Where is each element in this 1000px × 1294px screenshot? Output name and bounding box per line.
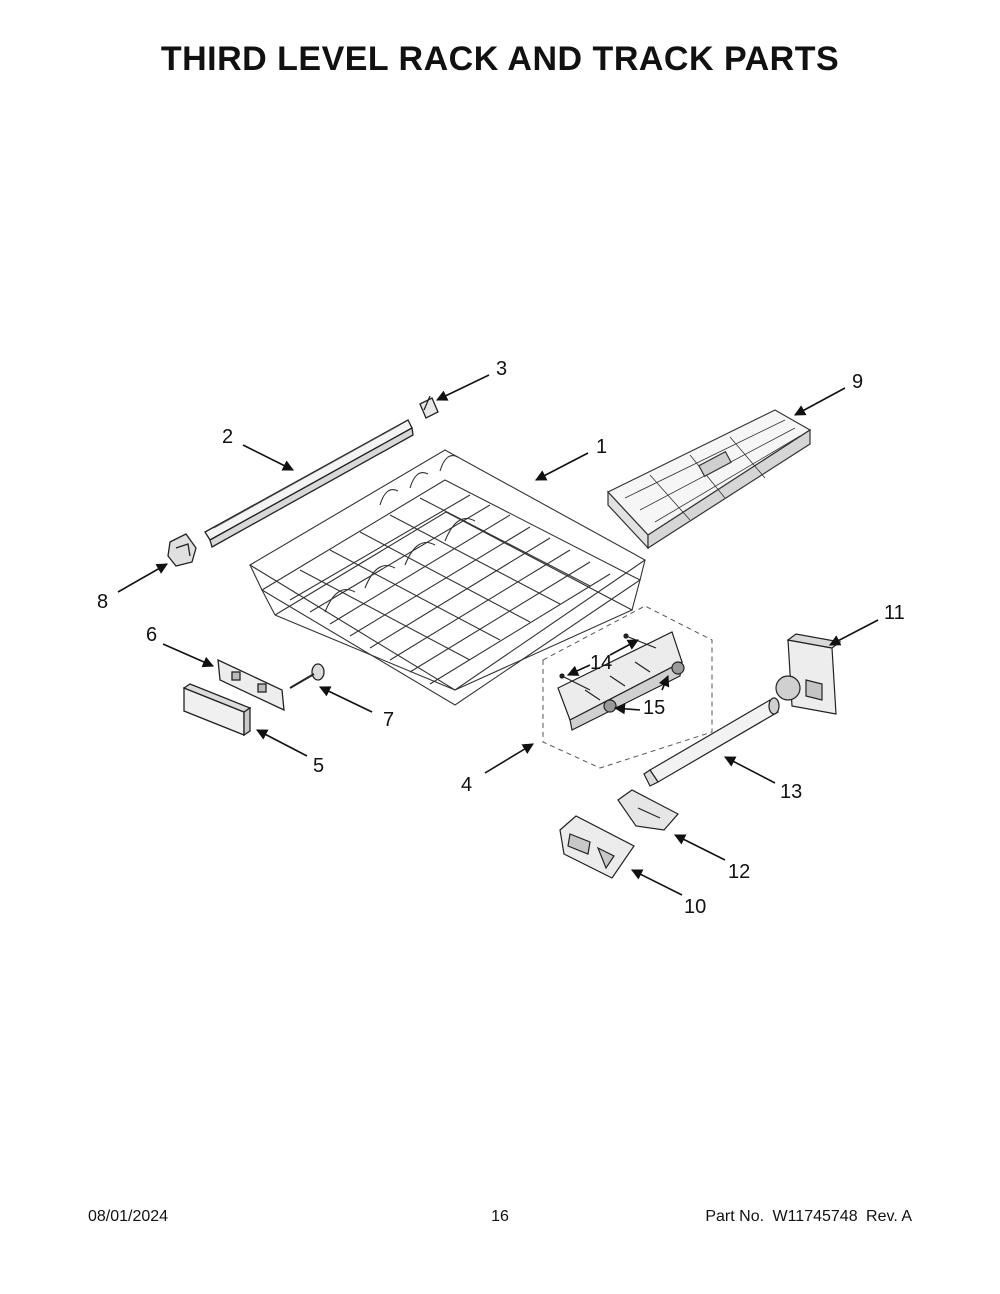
arrow-15b	[658, 674, 670, 691]
arrow-14b	[609, 639, 639, 656]
part-track-end-cap	[167, 533, 197, 567]
arrow-7	[318, 686, 373, 713]
arrow-12	[673, 834, 726, 861]
arrow-9	[794, 387, 846, 416]
part-front-cover	[182, 683, 252, 737]
part-rack-adjuster	[557, 631, 683, 731]
part-cutlery-tray	[607, 409, 812, 550]
part-front-trim	[559, 815, 635, 879]
arrow-5	[256, 729, 308, 757]
callout-arrows	[117, 374, 879, 896]
arrow-10	[630, 869, 683, 896]
arrow-2	[242, 444, 295, 471]
footer-part-label: Part No.	[705, 1208, 765, 1225]
arrow-15a	[613, 703, 641, 715]
arrow-8	[117, 563, 168, 593]
arrow-13	[724, 756, 776, 784]
footer-date: 08/01/2024	[88, 1208, 169, 1225]
callout-2: 2	[222, 426, 233, 448]
arrow-4	[484, 743, 534, 774]
callout-12: 12	[728, 861, 750, 883]
callout-5: 5	[313, 755, 324, 777]
callout-14: 14	[590, 652, 612, 674]
callout-4: 4	[461, 774, 472, 796]
callout-13: 13	[780, 781, 802, 803]
part-nozzle-bracket	[617, 789, 679, 831]
callout-9: 9	[852, 371, 863, 393]
page-title: THIRD LEVEL RACK AND TRACK PARTS	[160, 40, 840, 78]
callout-10: 10	[684, 896, 706, 918]
part-front-bracket	[217, 658, 285, 712]
part-screw	[289, 663, 325, 689]
arrow-1	[535, 452, 589, 481]
footer-part-number: W11745748	[772, 1208, 858, 1225]
callout-3: 3	[496, 358, 507, 380]
part-4-assembly-outline	[542, 605, 713, 769]
part-wheels	[603, 661, 685, 713]
part-track-rail	[204, 419, 414, 548]
footer-page-number: 16	[491, 1208, 509, 1225]
callout-15: 15	[643, 697, 665, 719]
arrow-11	[829, 619, 879, 646]
part-track-end-clip	[419, 395, 439, 419]
part-pins	[559, 633, 657, 691]
part-manifold-housing	[775, 633, 842, 715]
arrow-14a	[566, 664, 591, 676]
callout-6: 6	[146, 624, 157, 646]
part-spray-tube	[643, 697, 780, 787]
callout-8: 8	[97, 591, 108, 613]
callout-7: 7	[383, 709, 394, 731]
callout-1: 1	[596, 436, 607, 458]
part-wire-rack	[248, 449, 647, 706]
footer-part-info: Part No. W11745748 Rev. A	[701, 1208, 912, 1226]
footer-revision: Rev. A	[866, 1208, 912, 1225]
arrow-3	[435, 374, 490, 401]
callout-11: 11	[884, 602, 905, 624]
arrow-6	[162, 643, 215, 668]
